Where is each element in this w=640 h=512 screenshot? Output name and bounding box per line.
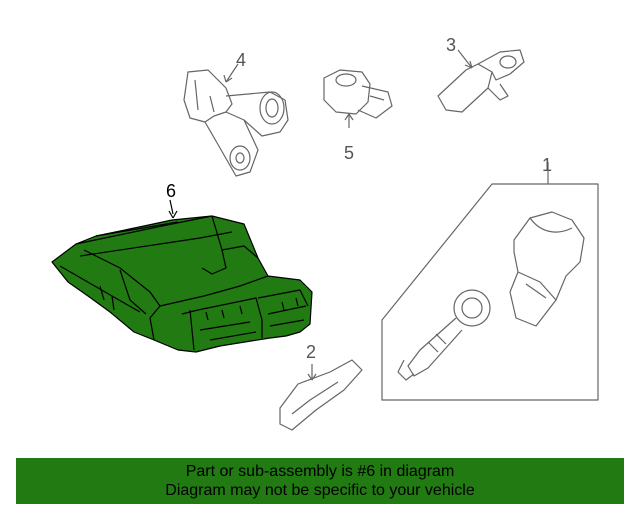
part-4-sensor[interactable] — [183, 63, 289, 177]
callout-1: 1 — [542, 155, 553, 175]
part-5-sensor[interactable] — [323, 69, 393, 128]
parts-diagram — [51, 49, 599, 431]
part-6-ecu-module[interactable] — [51, 199, 313, 353]
callout-2: 2 — [306, 342, 317, 362]
banner-line-2: Diagram may not be specific to your vehi… — [165, 482, 475, 499]
part-1-box[interactable] — [381, 162, 599, 401]
callout-3: 3 — [446, 35, 457, 55]
callout-4: 4 — [236, 50, 247, 70]
part-3-sensor[interactable] — [437, 49, 525, 113]
callout-5: 5 — [344, 143, 355, 163]
banner-line-1: Part or sub-assembly is #6 in diagram — [185, 463, 455, 480]
callout-6: 6 — [166, 181, 177, 201]
info-banner: Part or sub-assembly is #6 in diagram Di… — [16, 458, 624, 504]
part-2-gasket[interactable] — [279, 359, 363, 431]
